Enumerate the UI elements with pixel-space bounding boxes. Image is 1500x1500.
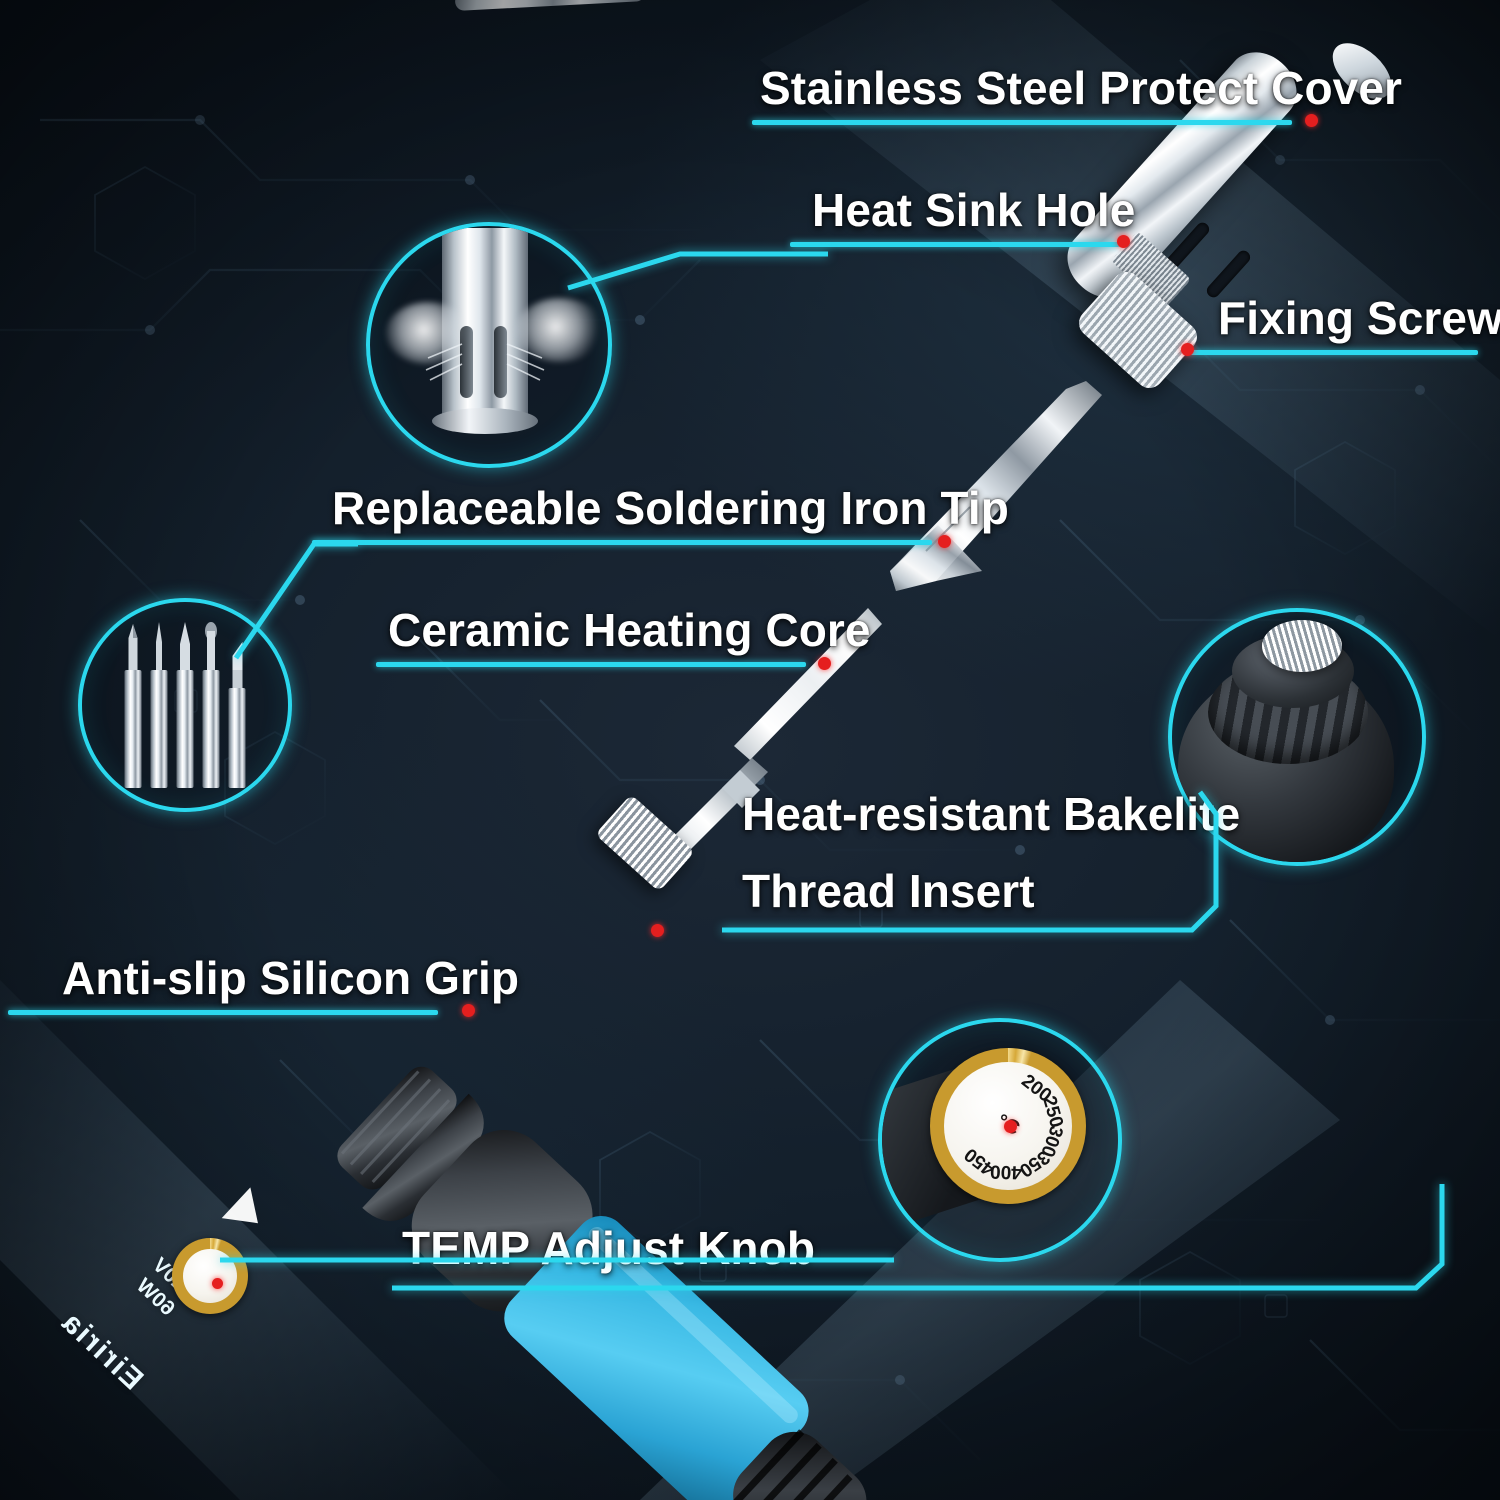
soldering-tip-collection [124, 622, 246, 788]
heat-steam-right [516, 298, 604, 362]
callout-label-stainless-steel-protect-cover: Stainless Steel Protect Cover [760, 62, 1403, 114]
callout-replaceable-soldering-iron-tip: Replaceable Soldering Iron Tip [312, 482, 1009, 545]
heat-sink-detail-bubble [366, 222, 612, 468]
tip-fine-conical [150, 622, 168, 788]
anchor-dot-soldering-tip [938, 535, 951, 548]
tip-conical [176, 622, 194, 788]
callout-label-anti-slip-silicon-grip: Anti-slip Silicon Grip [62, 952, 520, 1004]
anchor-dot-fixing-screws [1181, 343, 1194, 356]
bakelite-detail-bubble [1168, 608, 1426, 866]
callout-heat-sink-hole: Heat Sink Hole [790, 184, 1136, 247]
callout-rule-replaceable-soldering-iron-tip [312, 540, 932, 545]
callout-stainless-steel-protect-cover: Stainless Steel Protect Cover [752, 62, 1403, 125]
callout-anti-slip-silicon-grip: Anti-slip Silicon Grip [8, 952, 520, 1015]
anchor-dot-ceramic-core [818, 657, 831, 670]
callout-label-heat-resistant-bakelite: Heat-resistant Bakelite [742, 788, 1241, 840]
temp-dial-anchor-dot [1004, 1120, 1017, 1133]
temp-knob-anchor-dot [212, 1278, 223, 1289]
callout-rule-heat-sink-hole [790, 242, 1120, 247]
tip-knife-blade [228, 640, 246, 788]
temp-dial-detail[interactable] [930, 1048, 1086, 1204]
callout-rule-stainless-steel-protect-cover [752, 120, 1292, 125]
anchor-dot-thread-insert [651, 924, 664, 937]
callout-label-thread-insert: Thread Insert [742, 865, 1035, 918]
tip-bevel-round [202, 622, 220, 788]
tip-chisel [124, 622, 142, 788]
callout-rule-ceramic-heating-core [376, 662, 806, 667]
knurled-thread-insert-detail [1262, 620, 1342, 672]
callout-ceramic-heating-core: Ceramic Heating Core [376, 604, 871, 667]
airflow-lines [425, 343, 545, 381]
vent-cylinder-base [432, 408, 538, 434]
callout-heat-resistant-bakelite-thread-insert: Heat-resistant Bakelite Thread Insert [742, 788, 1240, 919]
clipped-chrome-sliver [454, 0, 646, 11]
anchor-dot-silicon-grip [462, 1004, 475, 1017]
callout-label-heat-sink-hole: Heat Sink Hole [812, 184, 1136, 236]
callout-label-temp-adjust-knob: TEMP Adjust Knob [402, 1222, 816, 1274]
callout-temp-adjust-knob: TEMP Adjust Knob [402, 1222, 815, 1275]
callout-label-fixing-screws: Fixing Screws [1218, 292, 1500, 344]
fixing-screws-part [1073, 266, 1203, 394]
heat-steam-left [386, 302, 470, 364]
callout-fixing-screws: Fixing Screws [1188, 292, 1500, 355]
callout-rule-anti-slip-silicon-grip [8, 1010, 438, 1015]
callout-label-ceramic-heating-core: Ceramic Heating Core [388, 604, 871, 656]
tip-set-detail-bubble [78, 598, 292, 812]
callout-label-replaceable-soldering-iron-tip: Replaceable Soldering Iron Tip [332, 482, 1009, 534]
anchor-dot-protect-cover [1305, 114, 1318, 127]
temp-adjust-knob-on-handle[interactable] [172, 1238, 248, 1314]
iron-body-part: 110V 60W Eiriria [0, 830, 867, 1500]
callout-rule-fixing-screws [1188, 350, 1478, 355]
anchor-dot-heat-sink-hole [1117, 235, 1130, 248]
